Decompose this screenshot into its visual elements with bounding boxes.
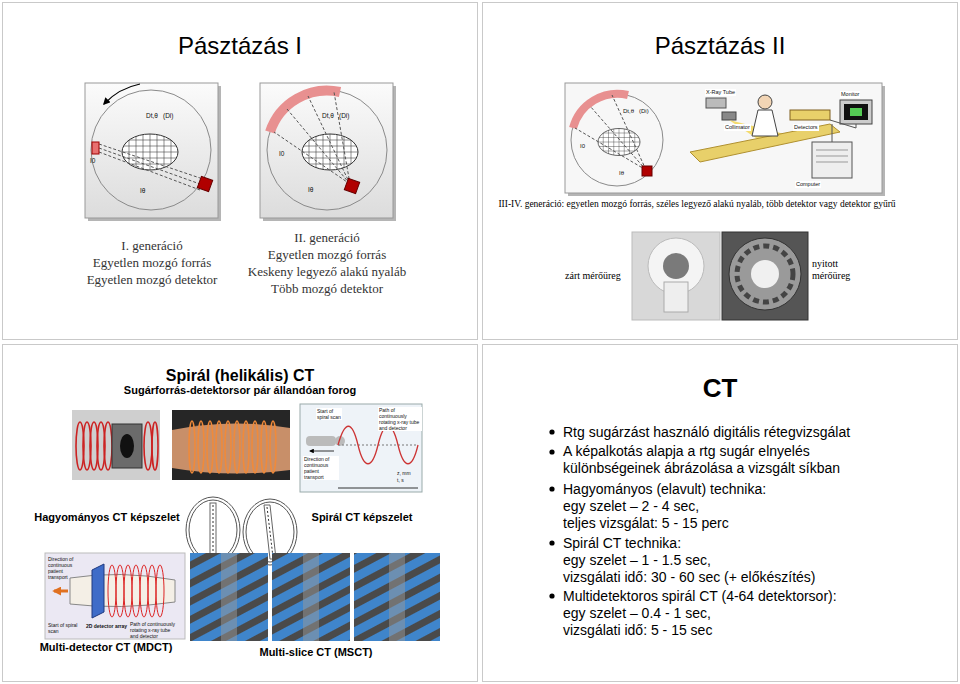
coil-figure: [72, 410, 160, 480]
figure-symbol: Iθ: [140, 187, 145, 195]
figure-symbol: Dt,θ: [322, 112, 334, 120]
slide-caption: zárt mérőüreg: [565, 270, 621, 282]
bullet-text: Rtg sugárzást használó digitális rétegvi…: [563, 423, 850, 441]
image-caption: Multi-slice CT (MSCT): [259, 646, 372, 659]
figure-label: 2D detector array: [86, 623, 127, 629]
bullet-text: vizsgálati idő: 5 - 15 sec: [563, 621, 712, 639]
bullet-text: Hagyományos (elavult) technika:: [563, 480, 766, 498]
slide-title: Pásztázás II: [483, 32, 957, 61]
slide-title: Spirál (helikális) CT: [3, 366, 477, 385]
bullet-text: egy szelet – 2 - 4 sec,: [563, 497, 699, 515]
figure-label: t, s: [397, 477, 404, 483]
msct-figure: [190, 553, 440, 641]
slide-panel: Pásztázás I: [2, 2, 478, 340]
figure-symbol: Dt,θ: [623, 108, 634, 115]
figure-label: Direction of continuous patient transpor…: [48, 556, 84, 580]
bullet-text: Spirál CT technika:: [563, 534, 681, 552]
bullet-text: egy szelet – 1 - 1.5 sec,: [563, 551, 711, 569]
image-caption: Multi-detector CT (MDCT): [40, 641, 173, 654]
figure-label: Start of spiral scan: [316, 408, 342, 420]
figure-symbol: Iθ: [619, 170, 624, 177]
gantry-photos: [632, 232, 808, 320]
figure-label: Start of spiral scan: [48, 622, 78, 634]
figure-label: Monitor: [840, 91, 860, 98]
figure-label: Path of continuously rotating x-ray tube…: [378, 407, 422, 431]
bullet-text: teljes vizsgálat: 5 - 15 perc: [563, 514, 729, 532]
generation-caption: Több mozgó detektor: [271, 281, 383, 297]
bullet-text: vizsgálati idő: 30 - 60 sec (+ előkészít…: [563, 568, 816, 586]
slide-caption: nyitott mérőüreg: [812, 258, 862, 282]
figure-symbol: (Di): [639, 108, 649, 115]
image-caption: Spirál CT képszelet: [312, 511, 413, 524]
figure-label: Computer: [795, 181, 821, 188]
figure-symbol: Dt,θ: [146, 112, 158, 120]
figure-label: Direction of continuous patient transpor…: [303, 456, 339, 480]
figure-label: X-Ray Tube: [705, 89, 736, 96]
bullet-text: Multidetektoros spirál CT (4-64 detektor…: [563, 587, 837, 605]
bullet-text: egy szelet – 0.4 - 1 sec,: [563, 604, 711, 622]
figure-label: Path of continuously rotating x-ray tube…: [130, 621, 176, 639]
figure-label: Detectors: [793, 124, 819, 131]
slide-panel: CT: [482, 344, 958, 682]
figure-symbol: (Di): [163, 112, 173, 120]
generation-caption: Egyetlen mozgó detektor: [87, 272, 218, 288]
gen3-figure: [565, 83, 885, 196]
mdct-figure: [45, 553, 185, 639]
generation-caption: I. generáció: [121, 238, 182, 254]
slide-caption: III-IV. generáció: egyetlen mozgó forrás…: [498, 199, 895, 210]
slide-title: CT: [483, 373, 957, 404]
figure-label: z, mm: [397, 470, 411, 476]
generation-caption: Egyetlen mozgó forrás: [93, 255, 211, 271]
patient-photo: [172, 410, 290, 480]
figure-label: Collimator: [724, 124, 751, 131]
bullet-text: A képalkotás alapja a rtg sugár elnyelés…: [563, 443, 883, 477]
spiral-graph: [300, 404, 422, 492]
figure-symbol: Iθ: [308, 186, 313, 194]
slide-panel: Pásztázás II: [482, 2, 958, 340]
figure-symbol: I0: [279, 150, 284, 158]
figure-symbol: I0: [580, 143, 585, 150]
bullet-dots: [549, 429, 554, 598]
slide-subtitle: Sugárforrás-detektorsor pár állandóan fo…: [3, 384, 477, 397]
generation-caption: Egyetlen mozgó forrás: [268, 247, 386, 263]
figure-symbol: (Di): [339, 112, 349, 120]
gen1-figure: [85, 83, 221, 221]
generation-caption: Keskeny legyező alakú nyaláb: [248, 264, 406, 280]
figure-symbol: I0: [90, 157, 95, 165]
image-caption: Hagyományos CT képszelet: [34, 511, 180, 524]
slide-title: Pásztázás I: [3, 32, 477, 61]
generation-caption: II. generáció: [294, 230, 360, 246]
gen2-figure: [260, 83, 396, 221]
